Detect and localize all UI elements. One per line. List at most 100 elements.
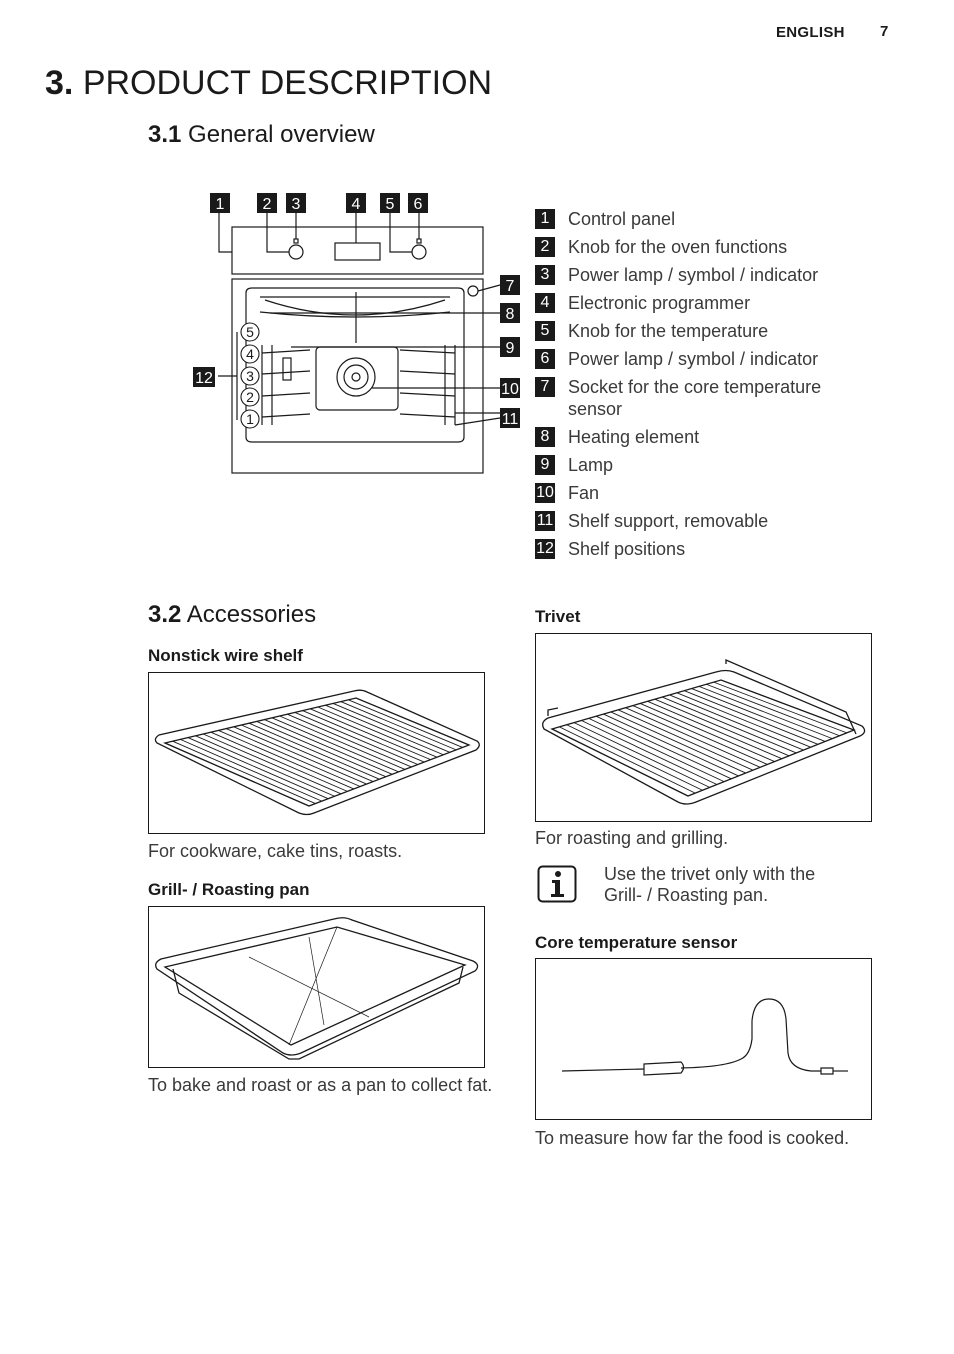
trivet-wire-line (654, 698, 790, 757)
trivet-wire-line (581, 720, 718, 785)
wire-line (348, 699, 463, 748)
wire-line (225, 728, 361, 787)
callout-box (500, 408, 520, 428)
callout-box (500, 275, 520, 295)
info-icon (537, 865, 577, 903)
wire-line (203, 733, 342, 795)
callout-label: 2 (263, 196, 272, 213)
trivet-wire-line (676, 692, 811, 748)
trivet-title: Trivet (535, 607, 581, 626)
leader-12 (218, 332, 238, 420)
heating-element-loop (264, 299, 446, 316)
fan-hub-shape (351, 372, 361, 382)
wire-line (180, 738, 322, 802)
power-lamp-right-shape (416, 238, 422, 244)
lamp-shape (282, 357, 292, 381)
wire-line (355, 697, 470, 746)
legend-label: Fan (568, 483, 600, 503)
callout-box (500, 337, 520, 357)
legend-label: Shelf support, removable (568, 511, 769, 531)
shelf-position-circle (240, 344, 260, 364)
trivet-wire-line (698, 685, 833, 740)
wire-shelf-figure (148, 672, 485, 834)
shelf-position-label: 3 (246, 368, 254, 384)
legend-number: 4 (535, 293, 555, 313)
section-overview-title: General overview (188, 121, 375, 148)
power-lamp-left-shape (293, 238, 299, 244)
header-language: ENGLISH (776, 24, 845, 41)
wire-line (164, 742, 310, 807)
section-accessories-number: 3.2 (148, 601, 182, 628)
section-overview-number: 3.1 (148, 121, 182, 148)
wire-line (309, 708, 431, 761)
shelf-position-label: 2 (246, 389, 254, 405)
trivet-wire-line (551, 728, 689, 797)
core-sensor-caption: To measure how far the food is cooked. (535, 1128, 850, 1148)
legend-label: Knob for the temperature (568, 321, 769, 341)
roasting-pan-caption: To bake and roast or as a pan to collect… (148, 1075, 493, 1095)
wire-line (256, 720, 386, 778)
shelf-position-circle (240, 409, 260, 429)
callout-label: 3 (292, 196, 301, 213)
callout-box (257, 193, 277, 213)
programmer-display-shape (334, 242, 381, 261)
trivet-wire-line (691, 688, 826, 742)
legend-label: Heating element (568, 427, 700, 447)
callout-box (380, 193, 400, 213)
roasting-pan-illustration (155, 917, 479, 1060)
callout-label: 7 (506, 278, 515, 295)
shelf-position-circle (240, 387, 260, 407)
wire-shelf-illustration (154, 689, 480, 816)
callout-box (346, 193, 366, 213)
leader-1 (218, 212, 232, 253)
core-sensor-figure (535, 958, 872, 1120)
trivet-wire-line (603, 713, 739, 777)
roasting-pan-figure (148, 906, 485, 1068)
fan-inner-shape (343, 364, 369, 390)
trivet-wire-line (713, 681, 847, 734)
wire-line (264, 719, 393, 775)
legend-label: Knob for the oven functions (568, 237, 788, 257)
oven-cavity-shape (245, 287, 465, 443)
shelf-position-label: 5 (246, 324, 254, 340)
legend-label: Lamp (568, 455, 614, 475)
legend-number: 1 (535, 209, 555, 229)
roasting-pan-title: Grill- / Roasting pan (148, 880, 310, 899)
section-overview-heading: 3.1 General overview (148, 121, 375, 149)
trivet-note: Use the trivet only with the Grill- / Ro… (604, 864, 816, 905)
trivet-wire-line (559, 726, 696, 794)
wire-line (279, 715, 406, 770)
wire-line (287, 713, 412, 768)
legend-label: Power lamp / symbol / indicator (568, 349, 819, 369)
shelf-support-shape (261, 345, 456, 425)
shelf-rails-right (399, 349, 456, 418)
legend-number: 6 (535, 349, 555, 369)
control-panel-shape (231, 226, 484, 275)
socket-shape (467, 285, 479, 297)
callout-label: 5 (386, 196, 395, 213)
legend-item: 6 Power lamp / symbol / indicator (535, 349, 858, 370)
shelf-rails-left (261, 349, 311, 418)
callout-label: 11 (502, 411, 519, 428)
wire-line (340, 701, 457, 751)
callout-box (500, 303, 520, 323)
legend-label: Electronic programmer (568, 293, 751, 313)
trivet-wire-line (720, 679, 855, 731)
chapter-name: PRODUCT DESCRIPTION (82, 64, 493, 102)
wire-line (325, 704, 444, 756)
callout-box (408, 193, 428, 213)
callout-label: 12 (195, 370, 213, 387)
wire-line (241, 724, 374, 783)
fan-cover-shape (315, 346, 399, 411)
wire-line (210, 731, 348, 792)
leader-2 (266, 212, 289, 253)
callout-label: 8 (506, 306, 515, 323)
knob-temperature-shape (411, 244, 427, 260)
trivet-wire-line (625, 707, 761, 768)
callout-label: 10 (501, 381, 519, 398)
